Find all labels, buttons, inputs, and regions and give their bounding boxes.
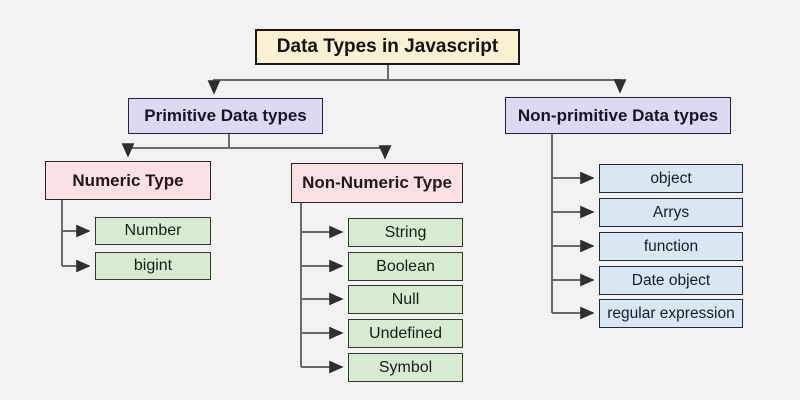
node-title: Data Types in Javascript bbox=[255, 29, 520, 65]
leaf-undefined: Undefined bbox=[348, 319, 463, 348]
node-non-numeric-type: Non-Numeric Type bbox=[291, 163, 463, 203]
leaf-null: Null bbox=[348, 285, 463, 314]
leaf-number: Number bbox=[95, 217, 211, 245]
node-numeric-type: Numeric Type bbox=[45, 161, 211, 200]
leaf-regular-expression: regular expression bbox=[599, 299, 743, 328]
leaf-arrys: Arrys bbox=[599, 198, 743, 227]
leaf-bigint: bigint bbox=[95, 252, 211, 280]
node-non-primitive-data-types: Non-primitive Data types bbox=[505, 97, 731, 134]
node-primitive-data-types: Primitive Data types bbox=[128, 98, 323, 134]
leaf-function: function bbox=[599, 232, 743, 261]
leaf-string: String bbox=[348, 218, 463, 247]
leaf-date-object: Date object bbox=[599, 266, 743, 295]
leaf-object: object bbox=[599, 164, 743, 193]
leaf-symbol: Symbol bbox=[348, 353, 463, 382]
leaf-boolean: Boolean bbox=[348, 252, 463, 281]
